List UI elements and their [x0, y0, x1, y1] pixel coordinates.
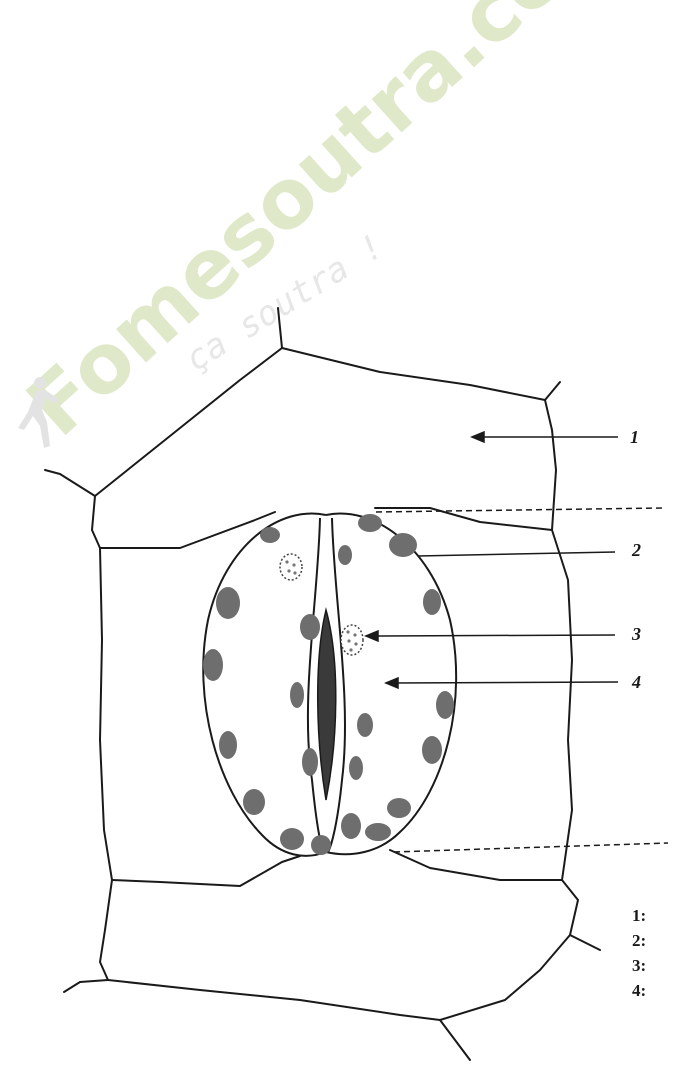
label-1: 1 [630, 427, 639, 447]
arrow-3-line [372, 635, 615, 636]
label-2: 2 [631, 540, 641, 560]
label-4: 4 [631, 672, 641, 692]
watermark: Fomesoutra.com ça soutra ! [10, 0, 646, 455]
legend-item-1: 1: [632, 906, 646, 925]
bottom-cell-wall [100, 880, 112, 980]
arrow-4-line [392, 682, 618, 683]
right-cell-wall [552, 530, 572, 880]
ostiole [318, 610, 336, 800]
left-cell-wall [100, 548, 112, 880]
dashed-line-bottom [394, 843, 668, 852]
legend-item-2: 2: [632, 931, 646, 950]
stoma [203, 513, 456, 855]
legend-item-3: 3: [632, 956, 646, 975]
arrow-3-head [366, 631, 378, 641]
legend-item-4: 4: [632, 981, 646, 1000]
arrow-1-head [472, 432, 484, 442]
arrow-2-line [418, 552, 615, 556]
label-3: 3 [631, 624, 641, 644]
watermark-brand: Fomesoutra.com [10, 0, 646, 455]
nucleus-left [280, 554, 302, 580]
legend: 1: 2: 3: 4: [632, 906, 646, 1000]
annotation-arrows [366, 432, 668, 852]
arrow-4-head [386, 678, 398, 688]
